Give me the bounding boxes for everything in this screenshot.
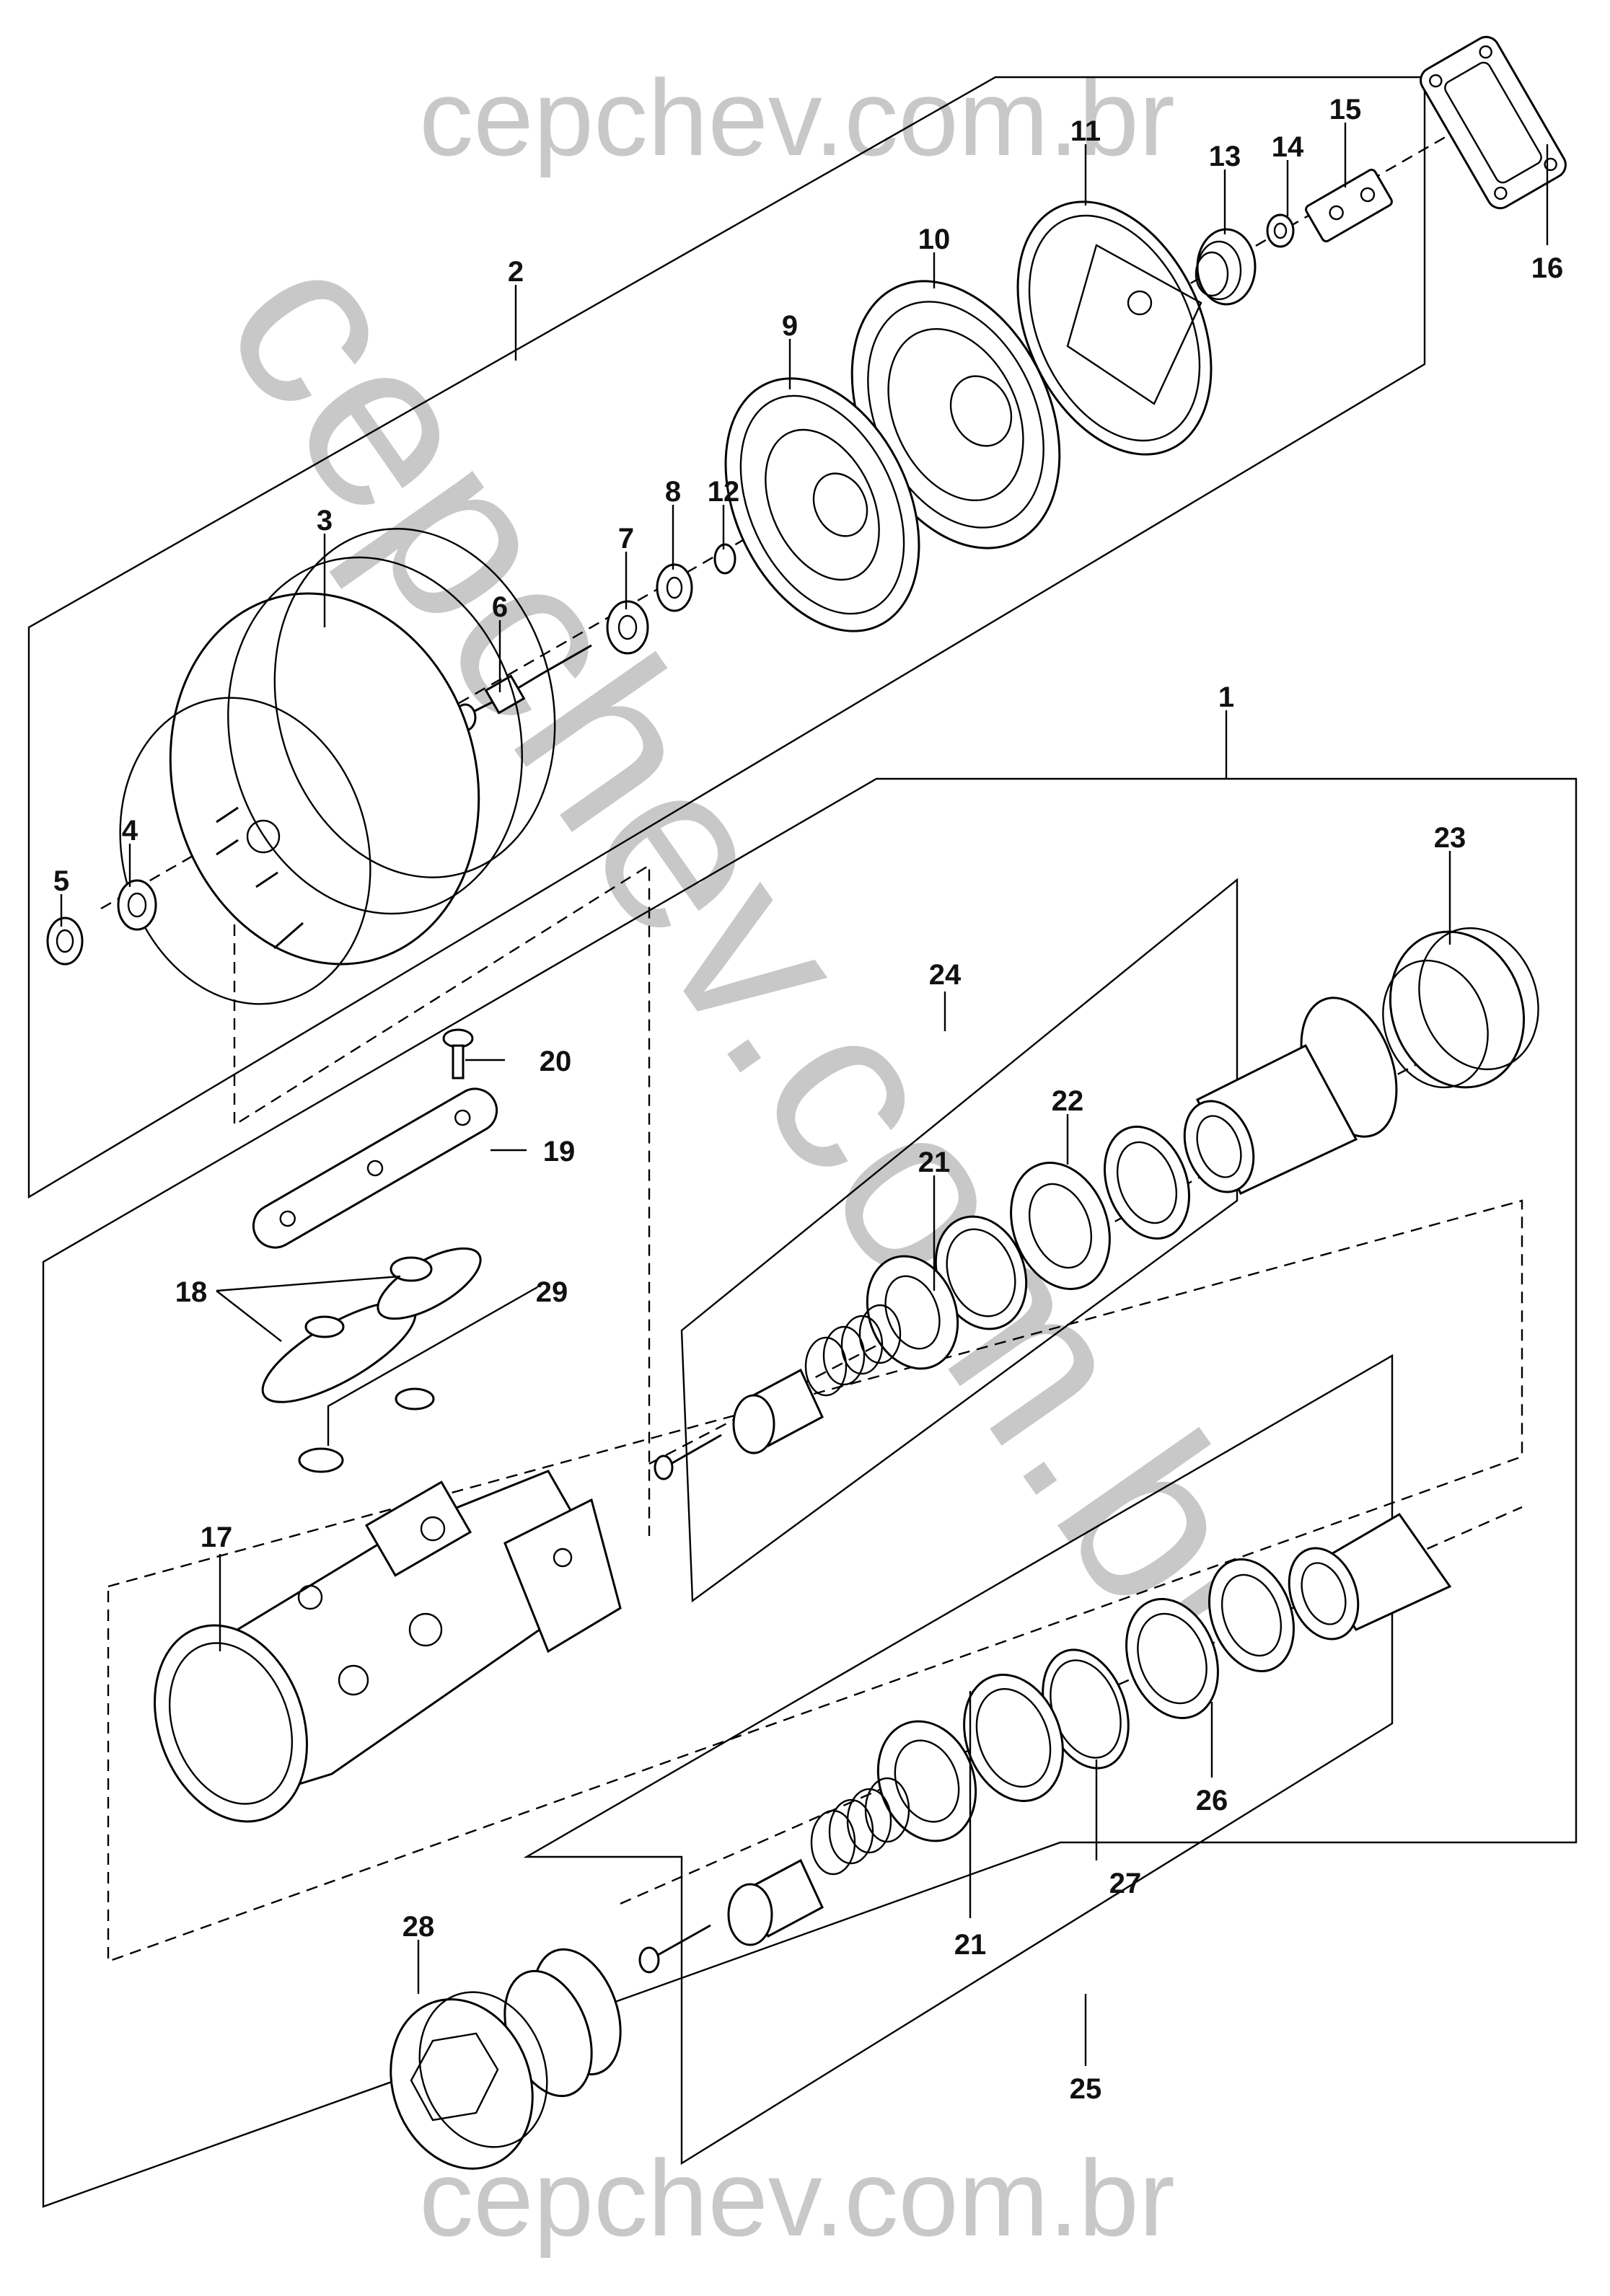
callout-9: 9 [782,310,798,342]
callout-8: 8 [665,476,681,508]
secondary-piston-kit-frame [523,1354,1394,2165]
callout-1: 1 [1218,681,1234,713]
lock-washer [46,917,84,966]
bushing-7 [606,600,649,655]
o-ring-29a [298,1447,344,1473]
callout-20: 20 [540,1046,572,1077]
plate-19 [252,1087,498,1249]
callout-27: 27 [1109,1868,1142,1899]
spring-lower [810,1777,910,1876]
reservoir-fitting-b [377,1247,482,1320]
seal-ring-lower-a [1208,1558,1295,1672]
callout-16: 16 [1531,252,1564,284]
callout-21a: 21 [918,1147,951,1178]
primary-piston-kit-frame [680,878,1239,1603]
callout-26: 26 [1196,1785,1228,1816]
end-plug-23 [1382,927,1539,1089]
spring-upper [804,1304,902,1397]
callout-11: 11 [1070,115,1101,147]
callout-23: 23 [1434,822,1466,854]
callout-10: 10 [918,224,951,255]
piston-head-lower [727,1858,824,1946]
seal-26 [1125,1598,1219,1719]
callout-22: 22 [1052,1085,1084,1117]
callout-21b: 21 [954,1929,987,1961]
snap-ring [713,543,736,575]
callout-7: 7 [618,523,634,555]
callout-15: 15 [1329,94,1362,125]
seal-ring-upper-a [1104,1126,1190,1240]
callout-12: 12 [708,476,740,508]
spring-13 [1195,228,1257,306]
callout-18: 18 [175,1276,208,1308]
washer-4 [117,879,157,931]
watermark-top: cepchev.com.br [419,57,1175,178]
callout-29: 29 [536,1276,568,1308]
diaphragm-plate [1016,200,1213,456]
master-cylinder-body [154,1470,622,1823]
stop-bolt-lower [638,1924,711,1974]
callout-3: 3 [317,505,333,537]
callout-19: 19 [543,1136,576,1167]
dashed-guide-lower [107,1199,1523,1963]
cup-seal-22 [1010,1162,1111,1290]
nut [1266,213,1295,248]
callout-5: 5 [53,865,69,897]
callout-4: 4 [122,815,138,847]
callout-labels: 1 2 3 4 5 6 7 8 12 9 10 11 13 14 15 16 2… [53,94,1563,2105]
callout-6: 6 [492,591,508,623]
callout-14: 14 [1272,131,1304,163]
master-cylinder-frame [42,777,1578,2208]
screw-20 [442,1028,474,1079]
callout-2: 2 [508,256,524,288]
booster-housing [119,528,556,1005]
seal-9 [724,377,920,632]
callout-17: 17 [201,1522,233,1553]
cover-plate [1420,35,1567,210]
o-ring-29b [395,1387,435,1410]
stop-bolt-upper [654,1434,722,1480]
end-plug-28 [390,1991,548,2170]
booster-assembly-frame [27,76,1426,1199]
callout-24: 24 [929,959,962,991]
clevis [1305,168,1393,243]
dashed-guide-booster [233,863,651,1536]
watermark-bottom: cepchev.com.br [419,2137,1175,2259]
seal-ring-lower-b [963,1674,1064,1802]
bushing-8 [656,563,693,612]
callout-13: 13 [1209,141,1241,172]
leader-lines [60,123,1549,2066]
piston-head-upper [732,1368,824,1454]
primary-sleeve [1183,1044,1358,1195]
retainer-21a [866,1255,959,1370]
callout-25: 25 [1070,2073,1102,2105]
callout-28: 28 [402,1911,435,1943]
secondary-sleeve [1288,1513,1452,1641]
